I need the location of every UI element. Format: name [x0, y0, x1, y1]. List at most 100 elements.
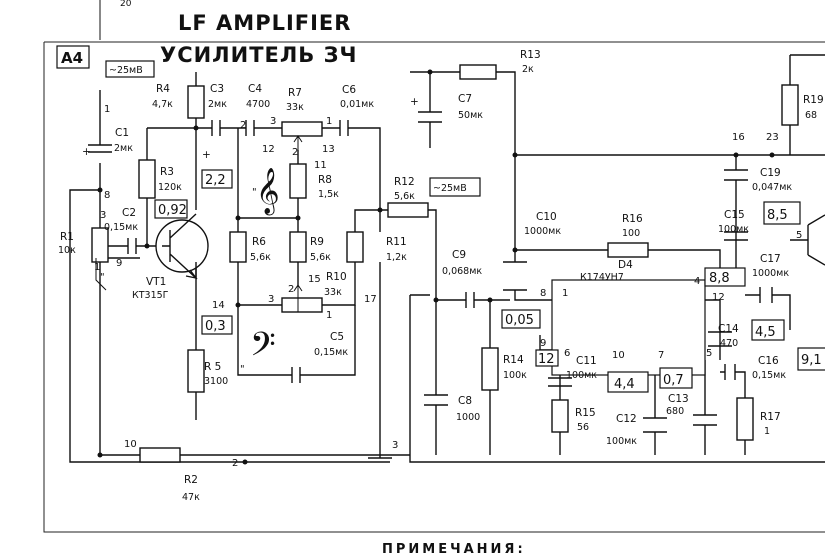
svg-text:C6: C6: [342, 84, 356, 96]
test-point-value: 0,92: [158, 203, 187, 218]
svg-text:C13: C13: [668, 393, 689, 405]
svg-text:К174УН7: К174УН7: [580, 272, 624, 283]
test-point-box-2: [154, 199, 188, 219]
svg-text:1: 1: [326, 310, 332, 321]
svg-text:9: 9: [116, 258, 122, 269]
svg-text:2: 2: [240, 120, 246, 131]
svg-text:2: 2: [292, 147, 298, 158]
svg-text:C12: C12: [616, 413, 637, 425]
quote-mark: ": [100, 272, 105, 283]
svg-text:4,7к: 4,7к: [152, 99, 173, 110]
svg-text:0,047мк: 0,047мк: [752, 182, 792, 193]
test-point-value: 0,3: [205, 319, 226, 334]
resistor-r11: [346, 231, 364, 263]
test-point-value: 4,5: [755, 325, 776, 340]
sheet-label-box: [56, 45, 90, 69]
resistor-r2: [139, 447, 181, 463]
quote-mark: ": [252, 187, 257, 198]
capacitor-c9: [465, 292, 475, 308]
top-fragment-label: 20: [120, 0, 132, 9]
svg-text:C4: C4: [248, 83, 262, 95]
svg-text:14: 14: [212, 300, 225, 311]
svg-text:68: 68: [805, 110, 817, 121]
svg-text:13: 13: [322, 144, 335, 155]
test-point-box-8: [704, 267, 746, 287]
svg-text:R 5: R 5: [204, 361, 221, 373]
title-ru: УСИЛИТЕЛЬ ЗЧ: [160, 43, 358, 67]
svg-text:12: 12: [262, 144, 275, 155]
svg-text:10: 10: [124, 439, 137, 450]
svg-text:3: 3: [268, 294, 274, 305]
svg-text:15: 15: [308, 274, 321, 285]
svg-text:1,2к: 1,2к: [386, 252, 407, 263]
svg-text:C2: C2: [122, 207, 136, 219]
svg-text:50мк: 50мк: [458, 110, 483, 121]
svg-text:D4: D4: [618, 259, 633, 271]
svg-text:47к: 47к: [182, 492, 200, 503]
resistor-r6: [229, 231, 247, 263]
svg-text:R15: R15: [575, 407, 596, 419]
transistor-vt1: [155, 219, 209, 273]
capacitor-c10: [503, 261, 527, 291]
svg-text:1000мк: 1000мк: [752, 268, 789, 279]
pot-wiper-r10: [293, 284, 303, 312]
capacitor-c15: [724, 231, 748, 241]
svg-text:8: 8: [104, 190, 110, 201]
svg-text:R8: R8: [318, 174, 332, 186]
svg-text:2к: 2к: [522, 64, 534, 75]
speaker-icon: [807, 214, 825, 266]
svg-text:C9: C9: [452, 249, 466, 261]
capacitor-c7: [418, 111, 442, 123]
svg-text:100мк: 100мк: [606, 436, 637, 447]
test-point-value: 0,05: [505, 313, 534, 328]
capacitor-c16: [724, 364, 736, 380]
resistor-r8: [289, 163, 307, 199]
svg-text:VT1: VT1: [146, 276, 166, 288]
quote-mark: ": [240, 364, 245, 375]
svg-text:R12: R12: [394, 176, 415, 188]
test-point-value: 0,7: [663, 373, 684, 388]
treble-clef-icon: 𝄞: [256, 168, 280, 216]
test-point-value: 9,1: [801, 353, 822, 368]
bass-clef-icon: 𝄢: [250, 326, 276, 372]
resistor-r17: [736, 397, 754, 441]
svg-text:100мк: 100мк: [566, 370, 597, 381]
svg-text:3: 3: [100, 210, 106, 221]
svg-text:C7: C7: [458, 93, 472, 105]
resistor-r15: [551, 399, 569, 433]
mid-voltage-box: [429, 177, 481, 197]
svg-text:2: 2: [288, 284, 294, 295]
input-voltage-label: ~25мВ: [109, 65, 143, 76]
capacitor-c11: [548, 377, 572, 387]
svg-text:3: 3: [392, 440, 398, 451]
capacitor-c19: [724, 169, 748, 181]
svg-text:C19: C19: [760, 167, 781, 179]
capacitor-c12: [643, 417, 667, 433]
svg-text:4: 4: [694, 276, 700, 287]
svg-text:100мк: 100мк: [718, 224, 749, 235]
sheet-border: [43, 41, 825, 533]
svg-text:8: 8: [540, 288, 546, 299]
notes-heading: ПРИМЕЧАНИЯ:: [382, 542, 526, 557]
wires: [69, 54, 825, 463]
svg-text:1: 1: [764, 426, 770, 437]
resistor-r9: [289, 231, 307, 263]
svg-text:R9: R9: [310, 236, 324, 248]
resistor-r19: [781, 84, 799, 126]
test-point-value: 2,2: [205, 173, 226, 188]
capacitor-c3: [211, 120, 221, 136]
component-labels: R1 10к R2 47к R3 120к R4 4,7к R 5 3100 R…: [58, 49, 824, 503]
svg-text:1000мк: 1000мк: [524, 226, 561, 237]
svg-text:5: 5: [706, 348, 712, 359]
svg-text:100к: 100к: [503, 370, 527, 381]
svg-text:12: 12: [712, 292, 725, 303]
svg-text:R13: R13: [520, 49, 541, 61]
svg-text:1: 1: [104, 104, 110, 115]
resistor-r14: [481, 347, 499, 391]
svg-text:C5: C5: [330, 331, 344, 343]
test-point-box-1: [201, 169, 233, 189]
svg-text:2: 2: [232, 458, 238, 469]
svg-text:5,6к: 5,6к: [394, 191, 415, 202]
svg-text:7: 7: [658, 350, 664, 361]
ic-d4: [551, 279, 706, 376]
